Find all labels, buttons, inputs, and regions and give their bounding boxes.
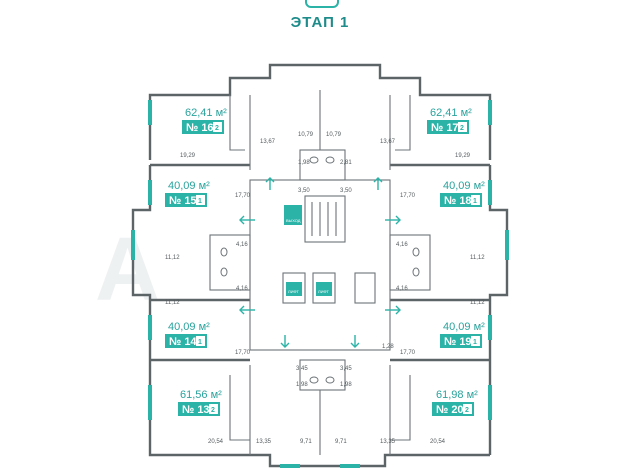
dim-lift-right: 3,45: [340, 366, 352, 372]
apt-14-number: № 14: [169, 336, 197, 348]
evacuation-arrows: [239, 177, 401, 348]
dim-lift-left: 3,45: [296, 366, 308, 372]
apt-19-rooms: 1: [473, 339, 477, 346]
apt-20-number: № 20: [436, 404, 464, 416]
apt-17-dim-1: 13,67: [380, 139, 396, 145]
dim-bath-bottom-right: 1,98: [340, 382, 352, 388]
apt-14-dim-2: 17,70: [235, 350, 251, 356]
apt-18-area: 40,09 м²: [443, 180, 485, 192]
dim-bath-top-left: 1,98: [298, 160, 310, 166]
apt-19-dim-1: 11,12: [470, 300, 485, 306]
apt-15-dim-2: 11,12: [165, 255, 180, 261]
apt-18[interactable]: 40,09 м² № 18 1 17,70 11,12: [400, 180, 485, 261]
apt-15-dim-1: 17,70: [235, 193, 251, 199]
apt-16-dim-2: 19,29: [180, 153, 196, 159]
apt-15-number: № 15: [169, 195, 197, 207]
building-walls: [131, 63, 509, 468]
apt-16-rooms: 2: [215, 125, 219, 132]
apt-15-area: 40,09 м²: [168, 180, 210, 192]
dim-bath-top-right: 2,81: [340, 160, 352, 166]
apt-20-dim-2: 20,54: [430, 439, 446, 445]
lift-signs: ЛИФТ ЛИФТ: [286, 282, 332, 296]
bathroom-fixtures: [220, 156, 420, 384]
apt-13-number: № 13: [182, 404, 210, 416]
apt-17-rooms: 2: [460, 125, 464, 132]
stage-title: ЭТАП 1: [290, 14, 350, 31]
apt-15[interactable]: 40,09 м² № 15 1 17,70 11,12: [165, 180, 251, 261]
dim-bath-side-bottom-right: 4,16: [396, 286, 408, 292]
exit-sign: ВЫХОД: [284, 205, 302, 225]
apt-20[interactable]: 61,98 м² № 20 2 13,35 20,54: [380, 389, 478, 445]
apt-14-dim-1: 11,12: [165, 300, 180, 306]
dim-top-right: 10,79: [326, 132, 342, 138]
apt-15-rooms: 1: [198, 198, 202, 205]
apt-17-area: 62,41 м²: [430, 107, 472, 119]
exit-sign-label: ВЫХОД: [286, 218, 301, 223]
dim-bottom-right: 9,71: [335, 439, 347, 445]
apt-19-area: 40,09 м²: [443, 321, 485, 333]
apt-16-area: 62,41 м²: [185, 107, 227, 119]
apt-16-number: № 16: [186, 122, 214, 134]
apt-14-rooms: 1: [198, 339, 202, 346]
apt-20-rooms: 2: [465, 407, 469, 414]
stage-tab-indicator[interactable]: [305, 0, 339, 8]
lift-sign-label-right: ЛИФТ: [318, 289, 329, 294]
window-accents: [131, 100, 509, 468]
dim-bath-side-bottom-left: 4,16: [236, 286, 248, 292]
apt-19-number: № 19: [444, 336, 472, 348]
apt-20-area: 61,98 м²: [436, 389, 478, 401]
apt-17-dim-2: 19,29: [455, 153, 471, 159]
dim-bottom-left: 9,71: [300, 439, 312, 445]
apt-16[interactable]: 62,41 м² № 16 2 13,67 19,29: [180, 107, 276, 159]
apt-20-dim-1: 13,35: [380, 439, 396, 445]
dim-top-left: 10,79: [298, 132, 314, 138]
apt-18-dim-2: 11,12: [470, 255, 485, 261]
lift-sign-label-left: ЛИФТ: [288, 289, 299, 294]
apt-17[interactable]: 62,41 м² № 17 2 13,67 19,29: [380, 107, 472, 159]
apt-19-dim-2: 17,70: [400, 350, 416, 356]
apt-16-dim-1: 13,67: [260, 139, 276, 145]
apt-13-dim-2: 13,35: [256, 439, 272, 445]
dim-bath-side-top-left: 4,16: [236, 242, 248, 248]
apt-18-number: № 18: [444, 195, 472, 207]
dim-bath-mid-right: 1,28: [382, 344, 394, 350]
core-dimensions: 10,79 10,79 1,98 2,81 3,50 3,50 4,16 4,1…: [236, 132, 408, 445]
dim-stair-left: 3,50: [298, 188, 310, 194]
dim-stair-right: 3,50: [340, 188, 352, 194]
apt-14-area: 40,09 м²: [168, 321, 210, 333]
apt-19[interactable]: 40,09 м² № 19 1 11,12 17,70: [400, 300, 485, 356]
apt-13-area: 61,56 м²: [180, 389, 222, 401]
apt-18-rooms: 1: [473, 198, 477, 205]
apt-13-rooms: 2: [211, 407, 215, 414]
apt-14[interactable]: 40,09 м² № 14 1 11,12 17,70: [165, 300, 251, 356]
apt-13-dim-1: 20,54: [208, 439, 224, 445]
dim-bath-side-top-right: 4,16: [396, 242, 408, 248]
apt-13[interactable]: 61,56 м² № 13 2 20,54 13,35: [178, 389, 272, 445]
apt-18-dim-1: 17,70: [400, 193, 416, 199]
dim-bath-bottom-left: 1,98: [296, 382, 308, 388]
apt-17-number: № 17: [431, 122, 459, 134]
